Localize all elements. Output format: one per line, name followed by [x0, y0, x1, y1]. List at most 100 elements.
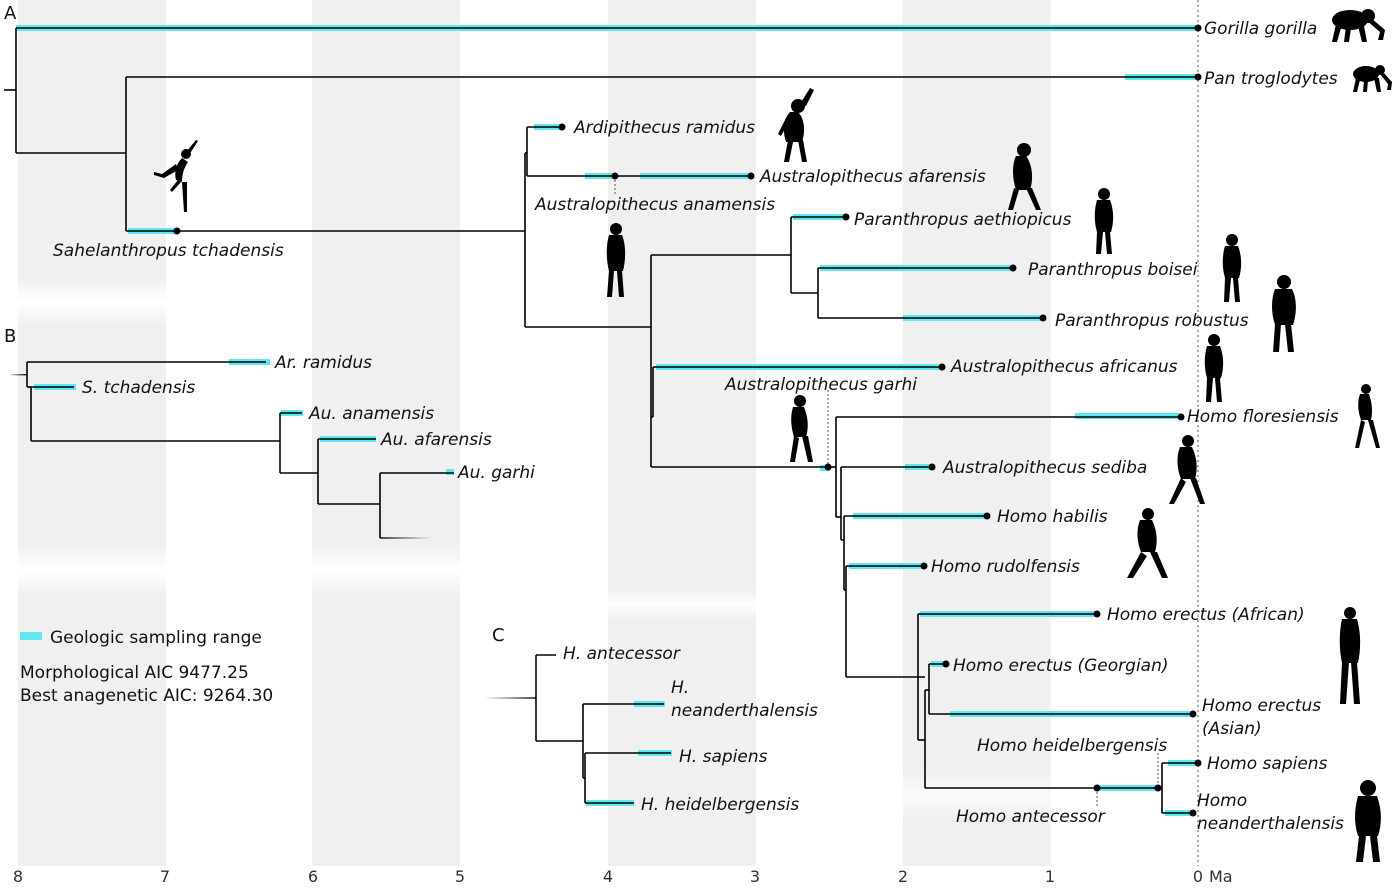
axis-tick-label: 1 — [1045, 867, 1055, 886]
tip-dot — [1039, 314, 1047, 322]
tip-dot — [1154, 784, 1162, 792]
habilis-silhouette — [1127, 508, 1168, 578]
sahelanthropus-silhouette — [154, 140, 198, 212]
taxon-label: Au. anamensis — [308, 404, 434, 424]
panel-letter-c: C — [492, 625, 505, 646]
root-stem — [484, 697, 536, 699]
tip-dot — [558, 123, 566, 131]
gorilla-silhouette — [1332, 9, 1385, 42]
tip-dot — [824, 463, 832, 471]
sediba-silhouette — [1169, 435, 1205, 504]
axis-unit-label: Ma — [1209, 867, 1233, 886]
taxon-label: Homo habilis — [997, 507, 1108, 527]
time-band — [312, 0, 460, 866]
robustus-silhouette — [1272, 275, 1296, 352]
axis-tick-label: 5 — [455, 867, 465, 886]
taxon-label: Homo rudolfensis — [931, 557, 1080, 577]
chimpanzee-silhouette — [1353, 65, 1392, 92]
taxon-label: Australopithecus africanus — [950, 357, 1178, 377]
tip-dot — [942, 660, 950, 668]
taxon-label: H. sapiens — [679, 747, 768, 767]
axis-tick-label: 6 — [308, 867, 318, 886]
tree-c-labels: H. antecessor H. neanderthalensis H. sap… — [563, 644, 818, 815]
tip-dot — [611, 172, 619, 180]
time-band — [18, 0, 166, 866]
tree-c: H. antecessor H. neanderthalensis H. sap… — [484, 644, 818, 815]
time-axis: 8 7 6 5 4 3 2 1 0 Ma — [13, 867, 1233, 886]
standing-hominin-silhouette — [606, 223, 626, 297]
root-stem — [8, 374, 27, 376]
tree-a-dots — [173, 24, 1202, 817]
taxon-label: Ar. ramidus — [274, 353, 372, 373]
taxon-label: H. antecessor — [563, 644, 681, 664]
tree-a: Gorilla gorilla Pan troglodytes Sahelant… — [4, 19, 1344, 834]
taxon-label: Homo floresiensis — [1187, 407, 1339, 427]
taxon-label: Sahelanthropus tchadensis — [53, 241, 284, 261]
legend-morph-aic: Morphological AIC 9477.25 — [20, 663, 249, 683]
afarensis-silhouette — [1008, 143, 1041, 210]
tip-dot — [983, 512, 991, 520]
taxon-label: Australopithecus afarensis — [759, 167, 986, 187]
erectus-silhouette — [1339, 607, 1361, 704]
tip-dot — [1194, 73, 1202, 81]
silhouettes — [154, 9, 1392, 862]
band-fade — [18, 545, 166, 595]
taxon-label: Homo heidelbergensis — [977, 736, 1167, 756]
aethiopicus-silhouette — [1094, 188, 1114, 254]
axis-tick-label: 7 — [160, 867, 170, 886]
taxon-label: H. — [671, 678, 689, 698]
taxon-label: neanderthalensis — [671, 701, 818, 721]
tip-dot — [842, 213, 850, 221]
time-band — [608, 0, 756, 866]
tip-dot — [1093, 784, 1101, 792]
axis-tick-label: 4 — [603, 867, 613, 886]
tip-dot — [1189, 809, 1197, 817]
taxon-label: Homo erectus (Georgian) — [953, 656, 1169, 676]
tree-b-labels: Ar. ramidus S. tchadensis Au. anamensis … — [82, 353, 535, 483]
panel-letter-a: A — [4, 3, 17, 24]
taxon-label: Homo antecessor — [956, 807, 1106, 827]
taxon-label: Homo erectus (African) — [1107, 605, 1305, 625]
tree-a-labels: Gorilla gorilla Pan troglodytes Sahelant… — [53, 19, 1344, 834]
taxon-label: Paranthropus aethiopicus — [854, 210, 1072, 230]
taxon-label: Australopithecus sediba — [942, 458, 1147, 478]
africanus-silhouette — [1204, 334, 1224, 402]
taxon-label: S. tchadensis — [82, 378, 195, 398]
tree-b-branches — [8, 361, 454, 539]
neanderthal-silhouette — [1355, 780, 1381, 862]
taxon-label: Au. garhi — [457, 463, 535, 483]
tip-dot — [1009, 264, 1017, 272]
tip-dot — [1194, 759, 1202, 767]
taxon-label: Homo — [1197, 791, 1247, 811]
range-b-garhi — [446, 469, 454, 475]
taxon-label: Homo sapiens — [1207, 754, 1328, 774]
tree-b: Ar. ramidus S. tchadensis Au. anamensis … — [8, 353, 535, 539]
taxon-label: Ardipithecus ramidus — [573, 118, 755, 138]
tip-dot — [920, 562, 928, 570]
axis-tick-label: 3 — [750, 867, 760, 886]
ardipithecus-silhouette — [778, 88, 814, 162]
panel-letter-b: B — [4, 326, 16, 347]
taxon-label: Pan troglodytes — [1204, 69, 1338, 89]
taxon-label: neanderthalensis — [1197, 814, 1344, 834]
taxon-label: Au. afarensis — [380, 430, 492, 450]
tip-dot — [1194, 24, 1202, 32]
legend: Geologic sampling range Morphological AI… — [20, 628, 273, 706]
tree-a-branches — [4, 27, 1198, 814]
tip-dot — [938, 363, 946, 371]
tip-dot — [173, 227, 181, 235]
legend-range-swatch — [20, 632, 42, 640]
garhi-silhouette — [790, 395, 813, 462]
taxon-label: Australopithecus anamensis — [534, 195, 775, 215]
taxon-label: H. heidelbergensis — [641, 795, 799, 815]
range-floresiensis — [1075, 413, 1181, 419]
axis-tick-label: 0 — [1193, 867, 1203, 886]
tree-c-branches — [484, 654, 671, 804]
legend-range-label: Geologic sampling range — [50, 628, 262, 648]
tip-dot — [928, 463, 936, 471]
taxon-label: Paranthropus robustus — [1055, 311, 1249, 331]
axis-tick-label: 2 — [898, 867, 908, 886]
tip-dot — [1189, 710, 1197, 718]
taxon-label: Homo erectus — [1202, 696, 1321, 716]
